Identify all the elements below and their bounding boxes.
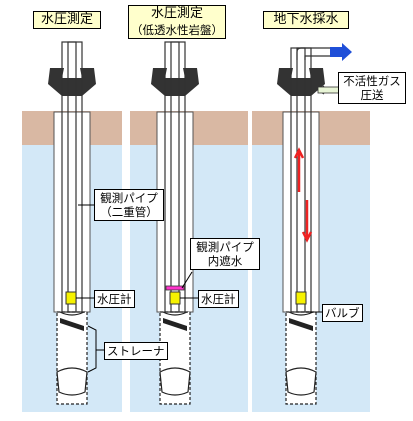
inner-pipe	[170, 41, 180, 313]
outflow-pipe-inner	[304, 55, 338, 60]
panel2-title-line1: 水圧測定	[150, 6, 203, 21]
packer-bottom	[56, 367, 88, 396]
packer-top	[288, 311, 314, 316]
bottom-seal	[289, 318, 313, 331]
borehole	[53, 111, 91, 313]
packer-bottom	[159, 367, 191, 396]
label-inner-seal: 観測パイプ 内遮水	[190, 238, 260, 270]
leader-lines	[76, 204, 322, 373]
wellhead-cap	[48, 68, 96, 96]
label-water-gauge-2: 水圧計	[198, 290, 239, 308]
downflow-arrow	[301, 200, 313, 243]
panel-groundwater-sampling	[252, 43, 370, 412]
panel2-title: 水圧測定 （低透水性岩盤）	[128, 5, 226, 39]
label-inner-seal-line1: 観測パイプ	[196, 240, 254, 254]
packer-top	[59, 311, 85, 316]
label-inert-gas-line1: 不活性ガス	[343, 74, 401, 88]
packer-bottom	[285, 367, 317, 396]
panel3-title: 地下水採水	[263, 11, 349, 29]
strainer-bracket	[87, 325, 97, 373]
label-strainer: ストレーナ	[104, 342, 168, 360]
label-observation-pipe: 観測パイプ （二重管）	[94, 189, 164, 221]
wellhead-cap	[277, 68, 325, 96]
water-pressure-gauge	[169, 291, 181, 305]
label-inner-seal-line2: 内遮水	[207, 254, 243, 268]
water-pressure-gauge	[65, 291, 77, 305]
label-inert-gas-line2: 圧送	[360, 88, 384, 102]
leader-plug	[181, 271, 193, 289]
outflow-arrow	[330, 43, 352, 61]
outflow-pipe	[296, 47, 338, 60]
panel1-title-line1: 水圧測定	[40, 12, 93, 27]
label-valve-text: バルブ	[325, 306, 360, 320]
label-observation-pipe-line2: （二重管）	[100, 205, 158, 219]
panel3-title-line1: 地下水採水	[273, 12, 339, 27]
wellhead-cap	[151, 68, 199, 96]
label-water-gauge-1-text: 水圧計	[97, 292, 132, 306]
bottom-seal	[163, 318, 187, 331]
gas-inlet-body	[317, 86, 341, 94]
panel2-title-line2: （低透水性岩盤）	[131, 23, 223, 37]
bottom-seal	[60, 318, 84, 331]
label-water-gauge-2-text: 水圧計	[201, 292, 236, 306]
inner-pipe	[67, 41, 77, 313]
upflow-arrow	[293, 147, 305, 192]
label-strainer-text: ストレーナ	[107, 344, 165, 358]
label-observation-pipe-line1: 観測パイプ	[100, 191, 158, 205]
inner-water-seal	[165, 285, 185, 291]
label-valve: バルブ	[322, 304, 363, 322]
label-inert-gas: 不活性ガス 圧送	[338, 72, 406, 104]
borehole	[282, 111, 320, 313]
panel1-title: 水圧測定	[33, 11, 101, 29]
packer-top	[162, 311, 188, 316]
label-water-gauge-1: 水圧計	[94, 290, 135, 308]
valve-body	[295, 291, 307, 305]
